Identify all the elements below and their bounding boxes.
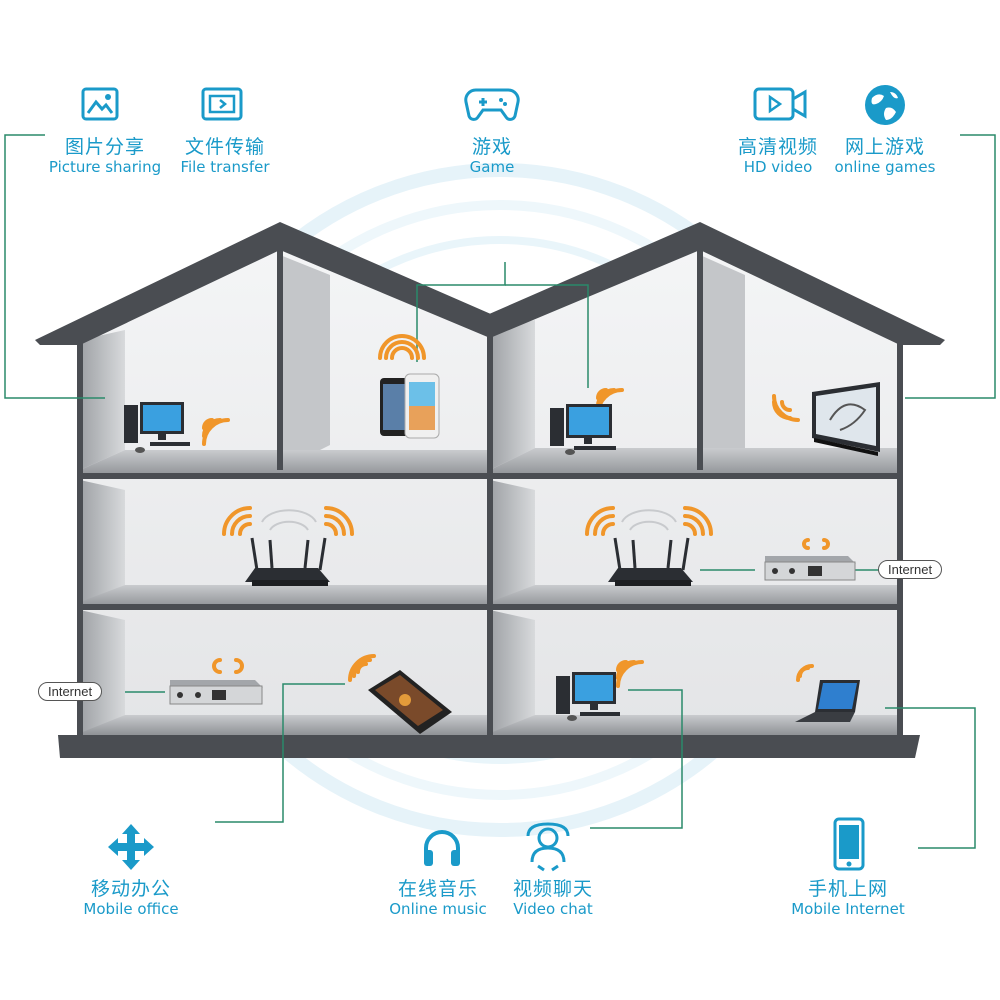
gamepad-icon	[464, 84, 520, 124]
feature-label-zh: 文件传输	[184, 136, 265, 158]
internet-label: Internet	[38, 682, 103, 701]
modem-icon	[764, 556, 856, 581]
feature-label-en: HD video	[743, 158, 813, 176]
move-arrows-icon	[108, 824, 154, 870]
feature-label-zh: 在线音乐	[397, 878, 478, 900]
feature-label-en: online games	[834, 158, 936, 176]
picture-icon	[80, 86, 120, 122]
wifi-signals	[202, 334, 830, 688]
feature-label-en: Game	[469, 158, 515, 176]
tablet-icon	[368, 670, 452, 734]
laptop-icon	[795, 680, 860, 722]
router-icon	[245, 537, 330, 586]
feature-video-chat: 视频聊天 Video chat	[500, 878, 606, 918]
chat-person-icon	[524, 822, 572, 872]
house	[35, 222, 945, 758]
feature-label-zh: 图片分享	[64, 136, 145, 158]
feature-online-music: 在线音乐 Online music	[380, 878, 496, 918]
feature-picture-sharing: 图片分享 Picture sharing	[40, 136, 170, 176]
feature-label-en: Mobile office	[83, 900, 179, 918]
desktop-pc-icon	[550, 404, 616, 455]
globe-icon	[862, 82, 908, 128]
feature-label-en: File transfer	[180, 158, 270, 176]
feature-label-zh: 移动办公	[90, 878, 171, 900]
feature-label-zh: 网上游戏	[844, 136, 925, 158]
smartphones-icon	[380, 373, 440, 439]
feature-label-en: Picture sharing	[48, 158, 162, 176]
headphones-icon	[420, 826, 464, 870]
feature-label-zh: 游戏	[471, 136, 512, 158]
feature-mobile-internet: 手机上网 Mobile Internet	[780, 878, 916, 918]
modem-icon	[169, 680, 263, 705]
router-icon	[608, 537, 693, 586]
feature-label-zh: 高清视频	[737, 136, 818, 158]
feature-label-en: Video chat	[513, 900, 593, 918]
desktop-pc-icon	[556, 672, 620, 721]
feature-mobile-office: 移动办公 Mobile office	[66, 878, 196, 918]
tv-icon	[812, 382, 880, 456]
internet-label: Internet	[878, 560, 943, 579]
feature-label-en: Online music	[389, 900, 487, 918]
connector-lines	[4, 134, 996, 849]
feature-file-transfer: 文件传输 File transfer	[170, 136, 280, 176]
feature-online-games: 网上游戏 online games	[830, 136, 940, 176]
feature-label-zh: 视频聊天	[512, 878, 593, 900]
feature-game: 游戏 Game	[437, 136, 547, 176]
video-camera-icon	[752, 86, 808, 122]
feature-label-zh: 手机上网	[807, 878, 888, 900]
file-transfer-icon	[200, 86, 244, 122]
smartphone-icon	[832, 816, 866, 872]
feature-label-en: Mobile Internet	[791, 900, 905, 918]
desktop-pc-icon	[124, 402, 190, 453]
feature-hd-video: 高清视频 HD video	[726, 136, 830, 176]
